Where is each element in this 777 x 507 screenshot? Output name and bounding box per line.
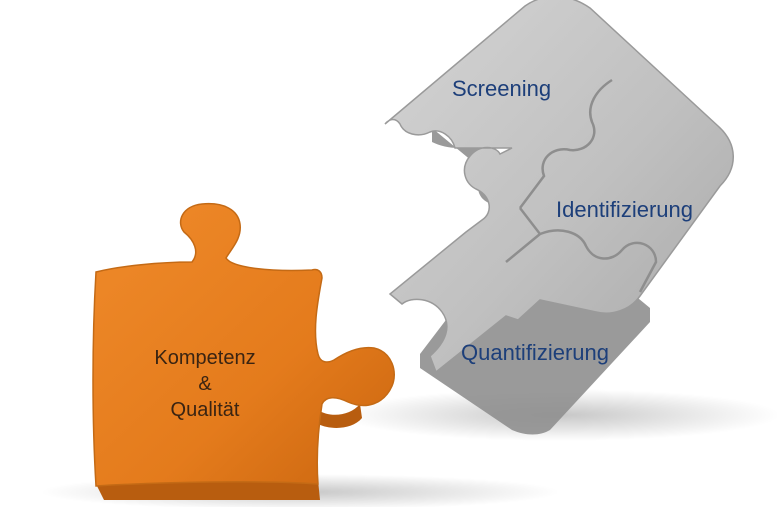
gray-piece-seam [519, 78, 613, 209]
orange-label-line1: Kompetenz [154, 347, 256, 369]
quantifizierung-label: Quantifizierung [461, 340, 609, 365]
orange-label-line2: & [198, 373, 212, 395]
orange-label-line3: Qualität [170, 399, 240, 421]
orange-piece-label: Kompetenz & Qualität [130, 345, 280, 423]
screening-label: Screening [452, 76, 552, 101]
gray-piece-seam [505, 207, 542, 263]
orange-piece-side [96, 480, 320, 500]
identifizierung-label: Identifizierung [556, 197, 693, 222]
orange-piece-side [318, 404, 362, 428]
orange-piece-face [92, 202, 395, 487]
gray-piece-seam [539, 229, 658, 293]
